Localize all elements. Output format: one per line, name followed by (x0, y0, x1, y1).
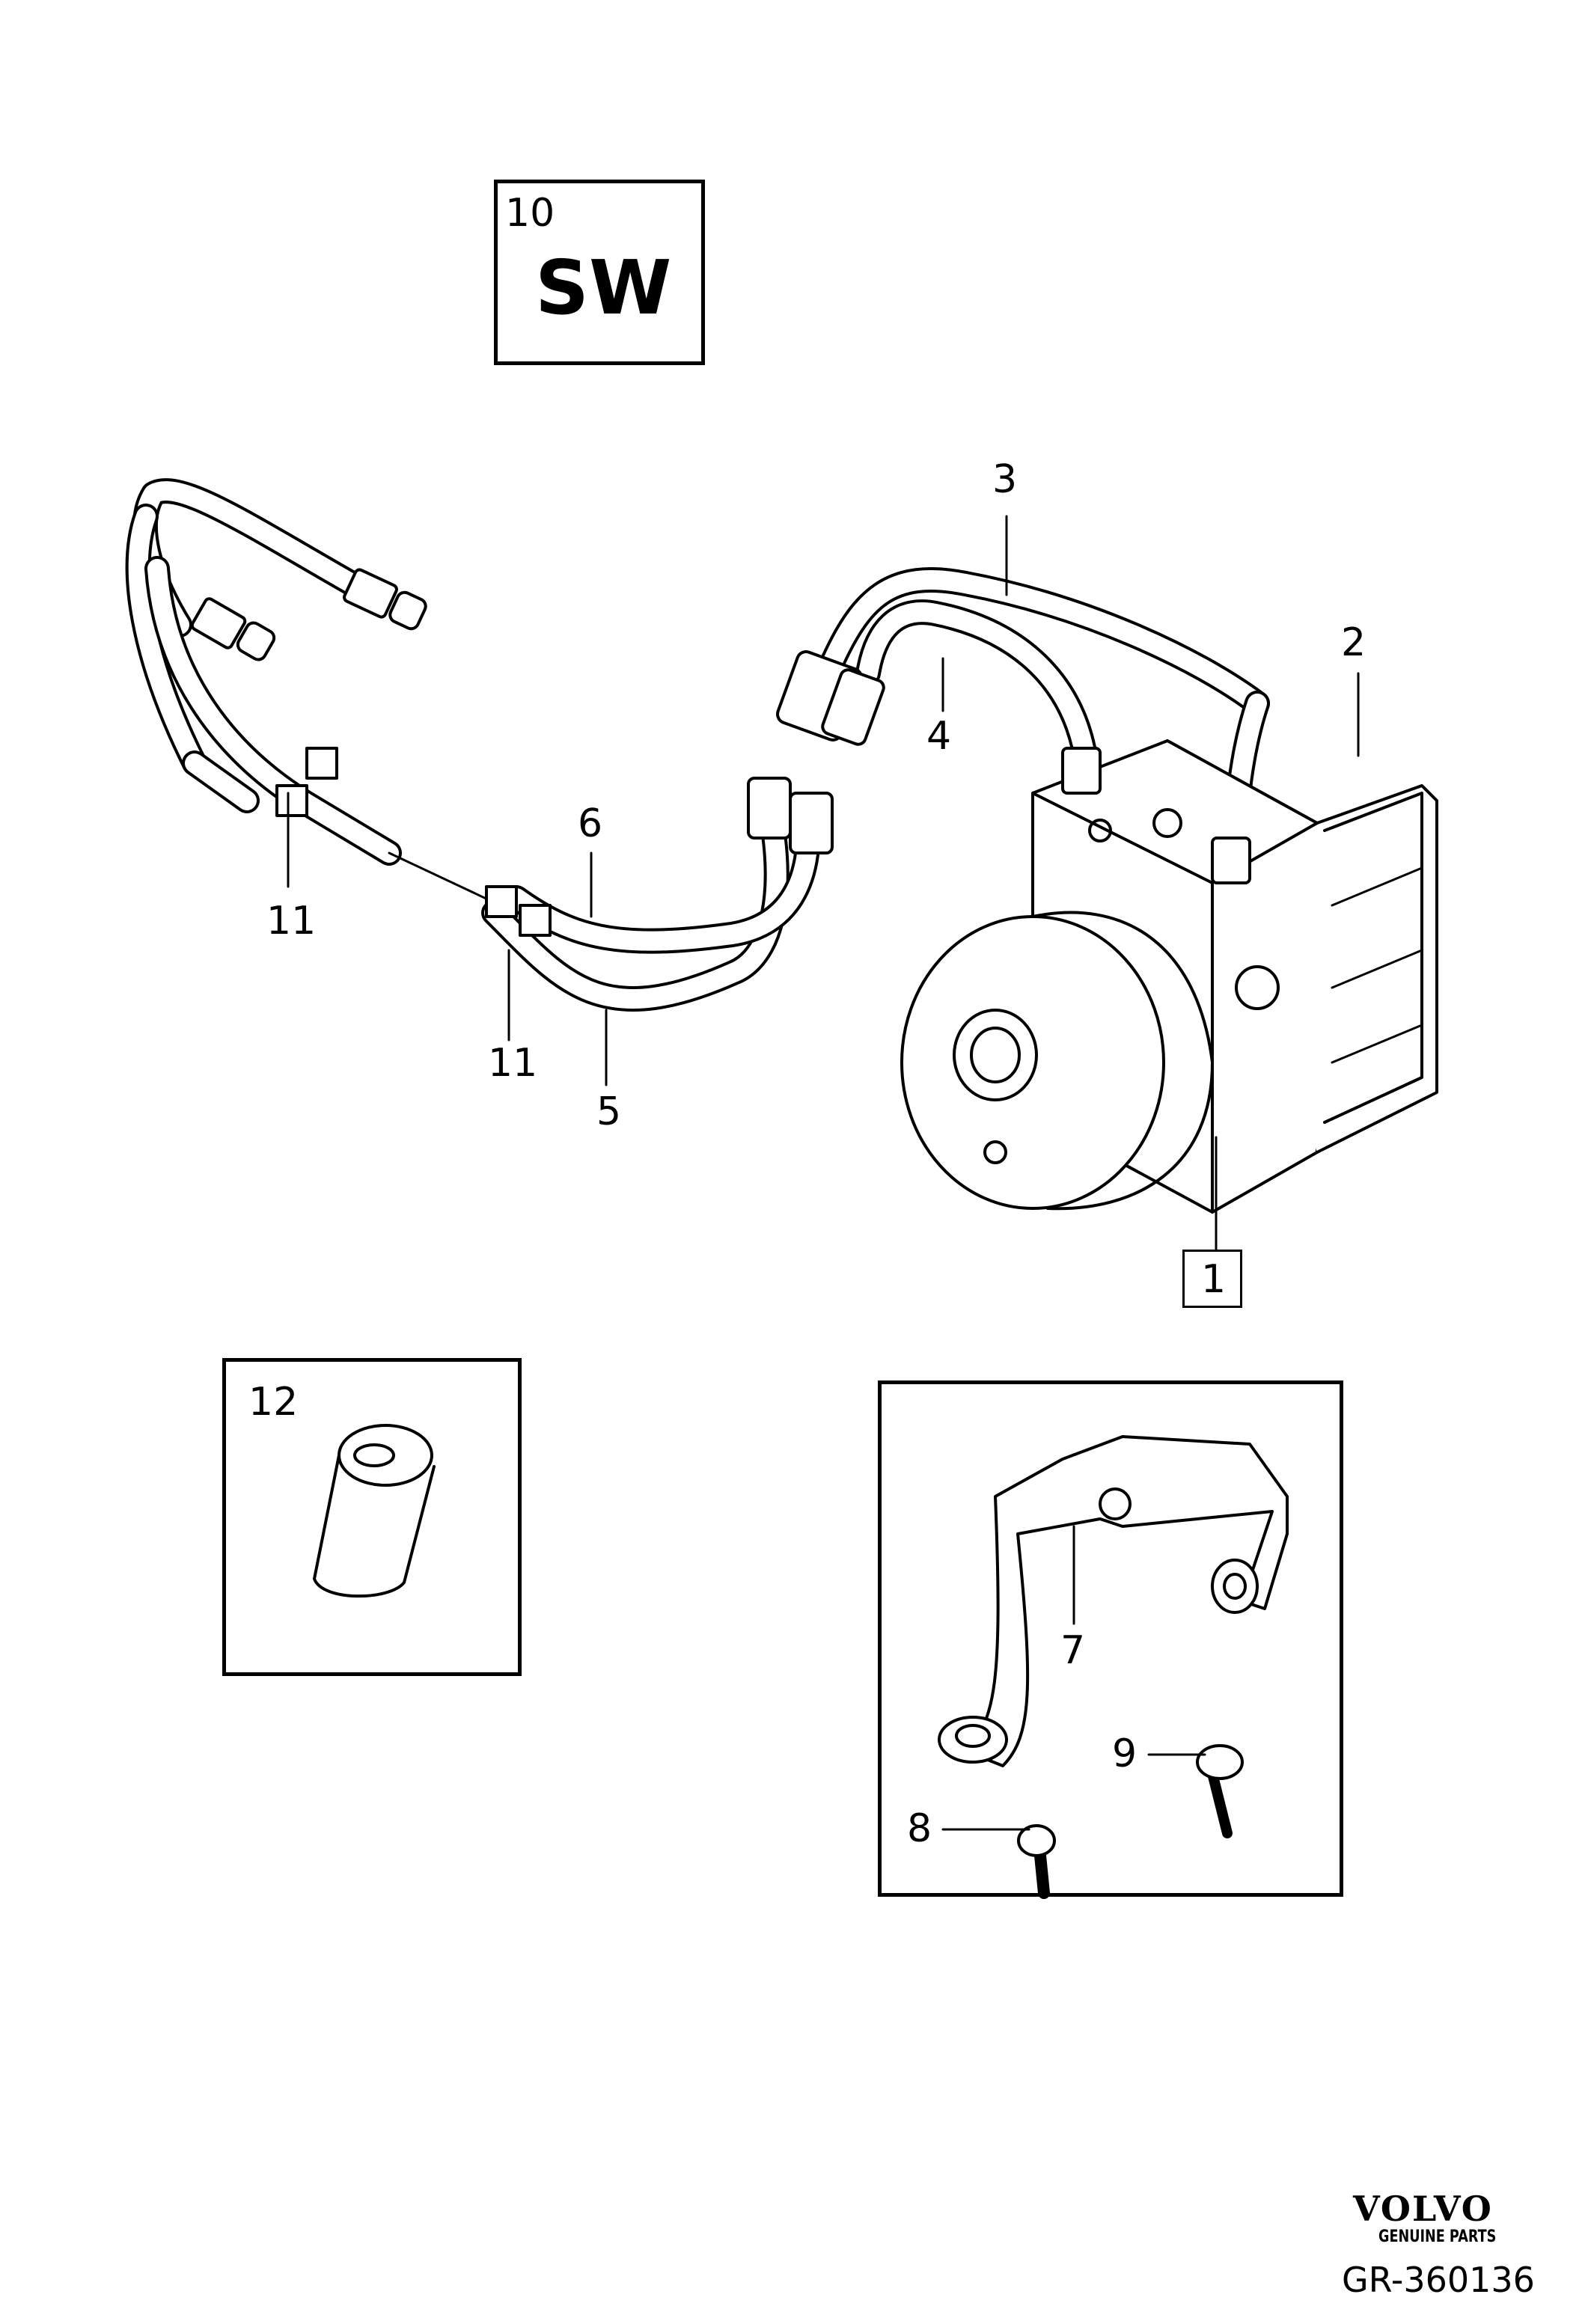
callout-9: 9 (1112, 1731, 1137, 1776)
callout-2: 2 (1341, 620, 1366, 665)
software-box: 10 SW (494, 180, 705, 365)
callout-4: 4 (926, 714, 952, 759)
diagram-reference: GR-360136 (1342, 2260, 1535, 2300)
callout-1: 1 (1201, 1257, 1227, 1302)
callout-1-box: 1 (1182, 1250, 1242, 1308)
brand-tagline: GENUINE PARTS (1378, 2227, 1497, 2246)
brake-pipes-3-4 (775, 566, 1270, 873)
leader-lines (287, 515, 1360, 1831)
abs-modulator-unit (900, 739, 1438, 1214)
sleeve-box: 12 (222, 1358, 522, 1676)
callout-6: 6 (578, 801, 603, 846)
callout-3: 3 (992, 457, 1018, 502)
callout-10: 10 (505, 191, 555, 236)
callout-5: 5 (596, 1089, 622, 1134)
brand-logo: VOLVO (1353, 2189, 1493, 2229)
bracket-box (878, 1380, 1343, 1897)
callout-12: 12 (248, 1380, 299, 1425)
sleeve (313, 1424, 436, 1598)
bolt-9 (1196, 1744, 1244, 1838)
callout-11-left: 11 (266, 899, 317, 944)
callout-11-center: 11 (488, 1041, 538, 1086)
software-text: SW (535, 244, 672, 331)
callout-7: 7 (1060, 1628, 1086, 1673)
brake-pipes-left (125, 478, 518, 914)
callout-8: 8 (907, 1806, 932, 1851)
brake-pipes-5-6 (481, 777, 834, 1012)
bolt-8 (1017, 1824, 1056, 1899)
bracket (938, 1435, 1289, 1767)
